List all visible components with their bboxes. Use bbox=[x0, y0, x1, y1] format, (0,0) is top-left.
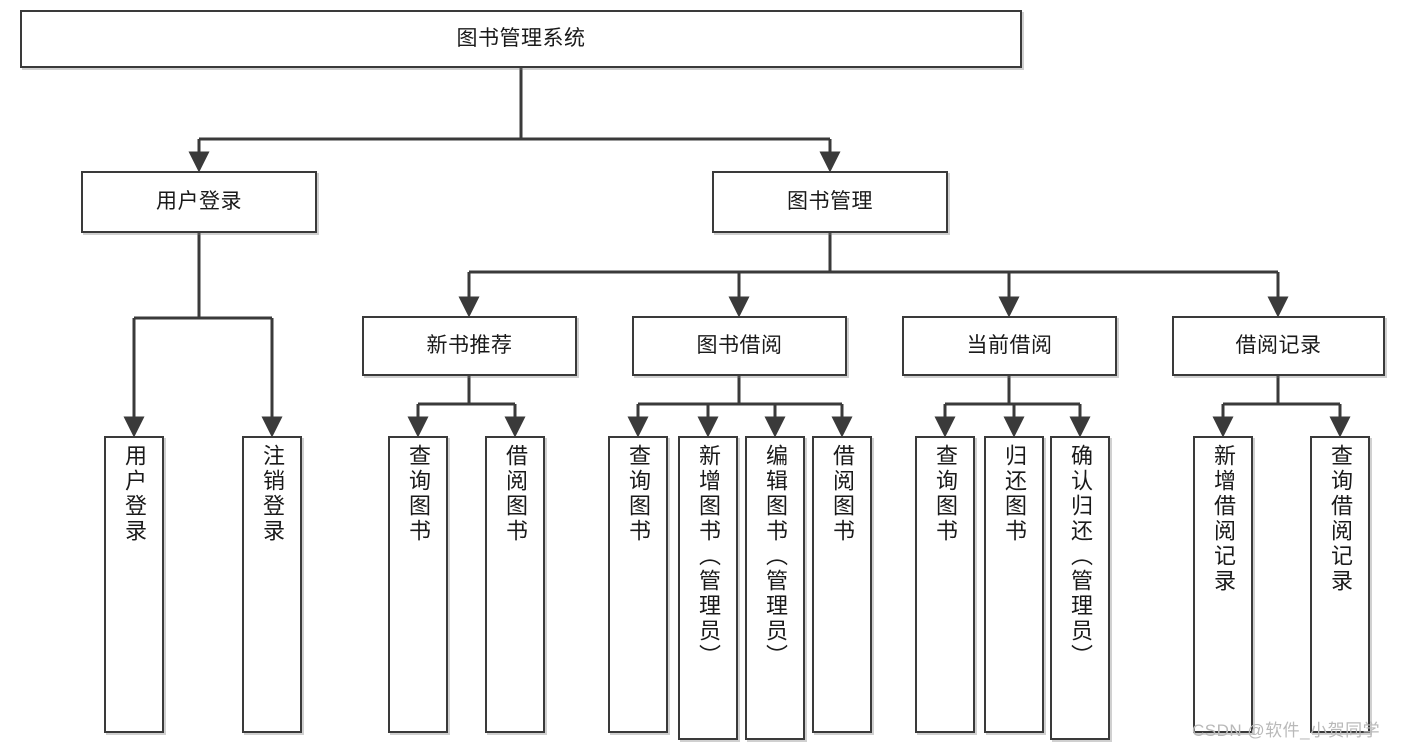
node-book-manage-label: 图书管理 bbox=[787, 190, 873, 214]
node-current-borrow-label: 当前借阅 bbox=[966, 334, 1053, 358]
node-book-borrow[interactable]: 图书借阅 bbox=[632, 316, 847, 376]
edge-group-current-borrow bbox=[934, 376, 1091, 438]
node-book-manage[interactable]: 图书管理 bbox=[712, 171, 948, 233]
node-current-borrow[interactable]: 当前借阅 bbox=[902, 316, 1117, 376]
node-book-borrow-label: 图书借阅 bbox=[696, 334, 783, 358]
node-leaf-query-record[interactable]: 查询借阅记录 bbox=[1310, 436, 1370, 733]
node-borrow-record[interactable]: 借阅记录 bbox=[1172, 316, 1385, 376]
node-leaf-return-book-label: 归还图书 bbox=[1002, 444, 1027, 544]
node-leaf-query-book-3[interactable]: 查询图书 bbox=[915, 436, 975, 733]
node-leaf-query-record-label: 查询借阅记录 bbox=[1328, 444, 1353, 594]
edge-group-new-book-rec bbox=[407, 376, 526, 438]
node-leaf-add-record[interactable]: 新增借阅记录 bbox=[1193, 436, 1253, 733]
node-leaf-query-book-1-label: 查询图书 bbox=[406, 444, 431, 544]
node-leaf-logout-label: 注销登录 bbox=[260, 444, 285, 544]
node-leaf-add-book[interactable]: 新增图书（管理员） bbox=[678, 436, 738, 740]
node-root-label: 图书管理系统 bbox=[456, 27, 586, 51]
edge-group-book-manage bbox=[458, 233, 1289, 318]
node-new-book-rec[interactable]: 新书推荐 bbox=[362, 316, 577, 376]
node-leaf-confirm-return[interactable]: 确认归还（管理员） bbox=[1050, 436, 1110, 740]
node-user-login[interactable]: 用户登录 bbox=[81, 171, 317, 233]
node-leaf-user-login[interactable]: 用户登录 bbox=[104, 436, 164, 733]
node-borrow-record-label: 借阅记录 bbox=[1235, 334, 1322, 358]
edge-group-borrow-record bbox=[1212, 376, 1351, 438]
node-leaf-query-book-3-label: 查询图书 bbox=[933, 444, 958, 544]
node-leaf-borrow-book-1-label: 借阅图书 bbox=[503, 444, 528, 544]
node-leaf-logout[interactable]: 注销登录 bbox=[242, 436, 302, 733]
node-leaf-borrow-book-2[interactable]: 借阅图书 bbox=[812, 436, 872, 733]
node-leaf-add-record-label: 新增借阅记录 bbox=[1211, 444, 1236, 594]
edge-group-user-login bbox=[123, 233, 283, 438]
node-leaf-borrow-book-2-label: 借阅图书 bbox=[830, 444, 855, 544]
node-root[interactable]: 图书管理系统 bbox=[20, 10, 1022, 68]
node-leaf-query-book-2-label: 查询图书 bbox=[626, 444, 651, 544]
node-leaf-return-book[interactable]: 归还图书 bbox=[984, 436, 1044, 733]
node-leaf-confirm-return-label: 确认归还（管理员） bbox=[1068, 444, 1093, 669]
node-leaf-query-book-1[interactable]: 查询图书 bbox=[388, 436, 448, 733]
node-leaf-edit-book[interactable]: 编辑图书（管理员） bbox=[745, 436, 805, 740]
node-leaf-edit-book-label: 编辑图书（管理员） bbox=[763, 444, 788, 669]
edge-group-root bbox=[188, 68, 841, 173]
node-leaf-borrow-book-1[interactable]: 借阅图书 bbox=[485, 436, 545, 733]
node-user-login-label: 用户登录 bbox=[156, 190, 242, 214]
node-leaf-query-book-2[interactable]: 查询图书 bbox=[608, 436, 668, 733]
node-leaf-user-login-label: 用户登录 bbox=[122, 444, 147, 544]
node-new-book-rec-label: 新书推荐 bbox=[426, 334, 513, 358]
edge-group-book-borrow bbox=[627, 376, 853, 438]
node-leaf-add-book-label: 新增图书（管理员） bbox=[696, 444, 721, 669]
